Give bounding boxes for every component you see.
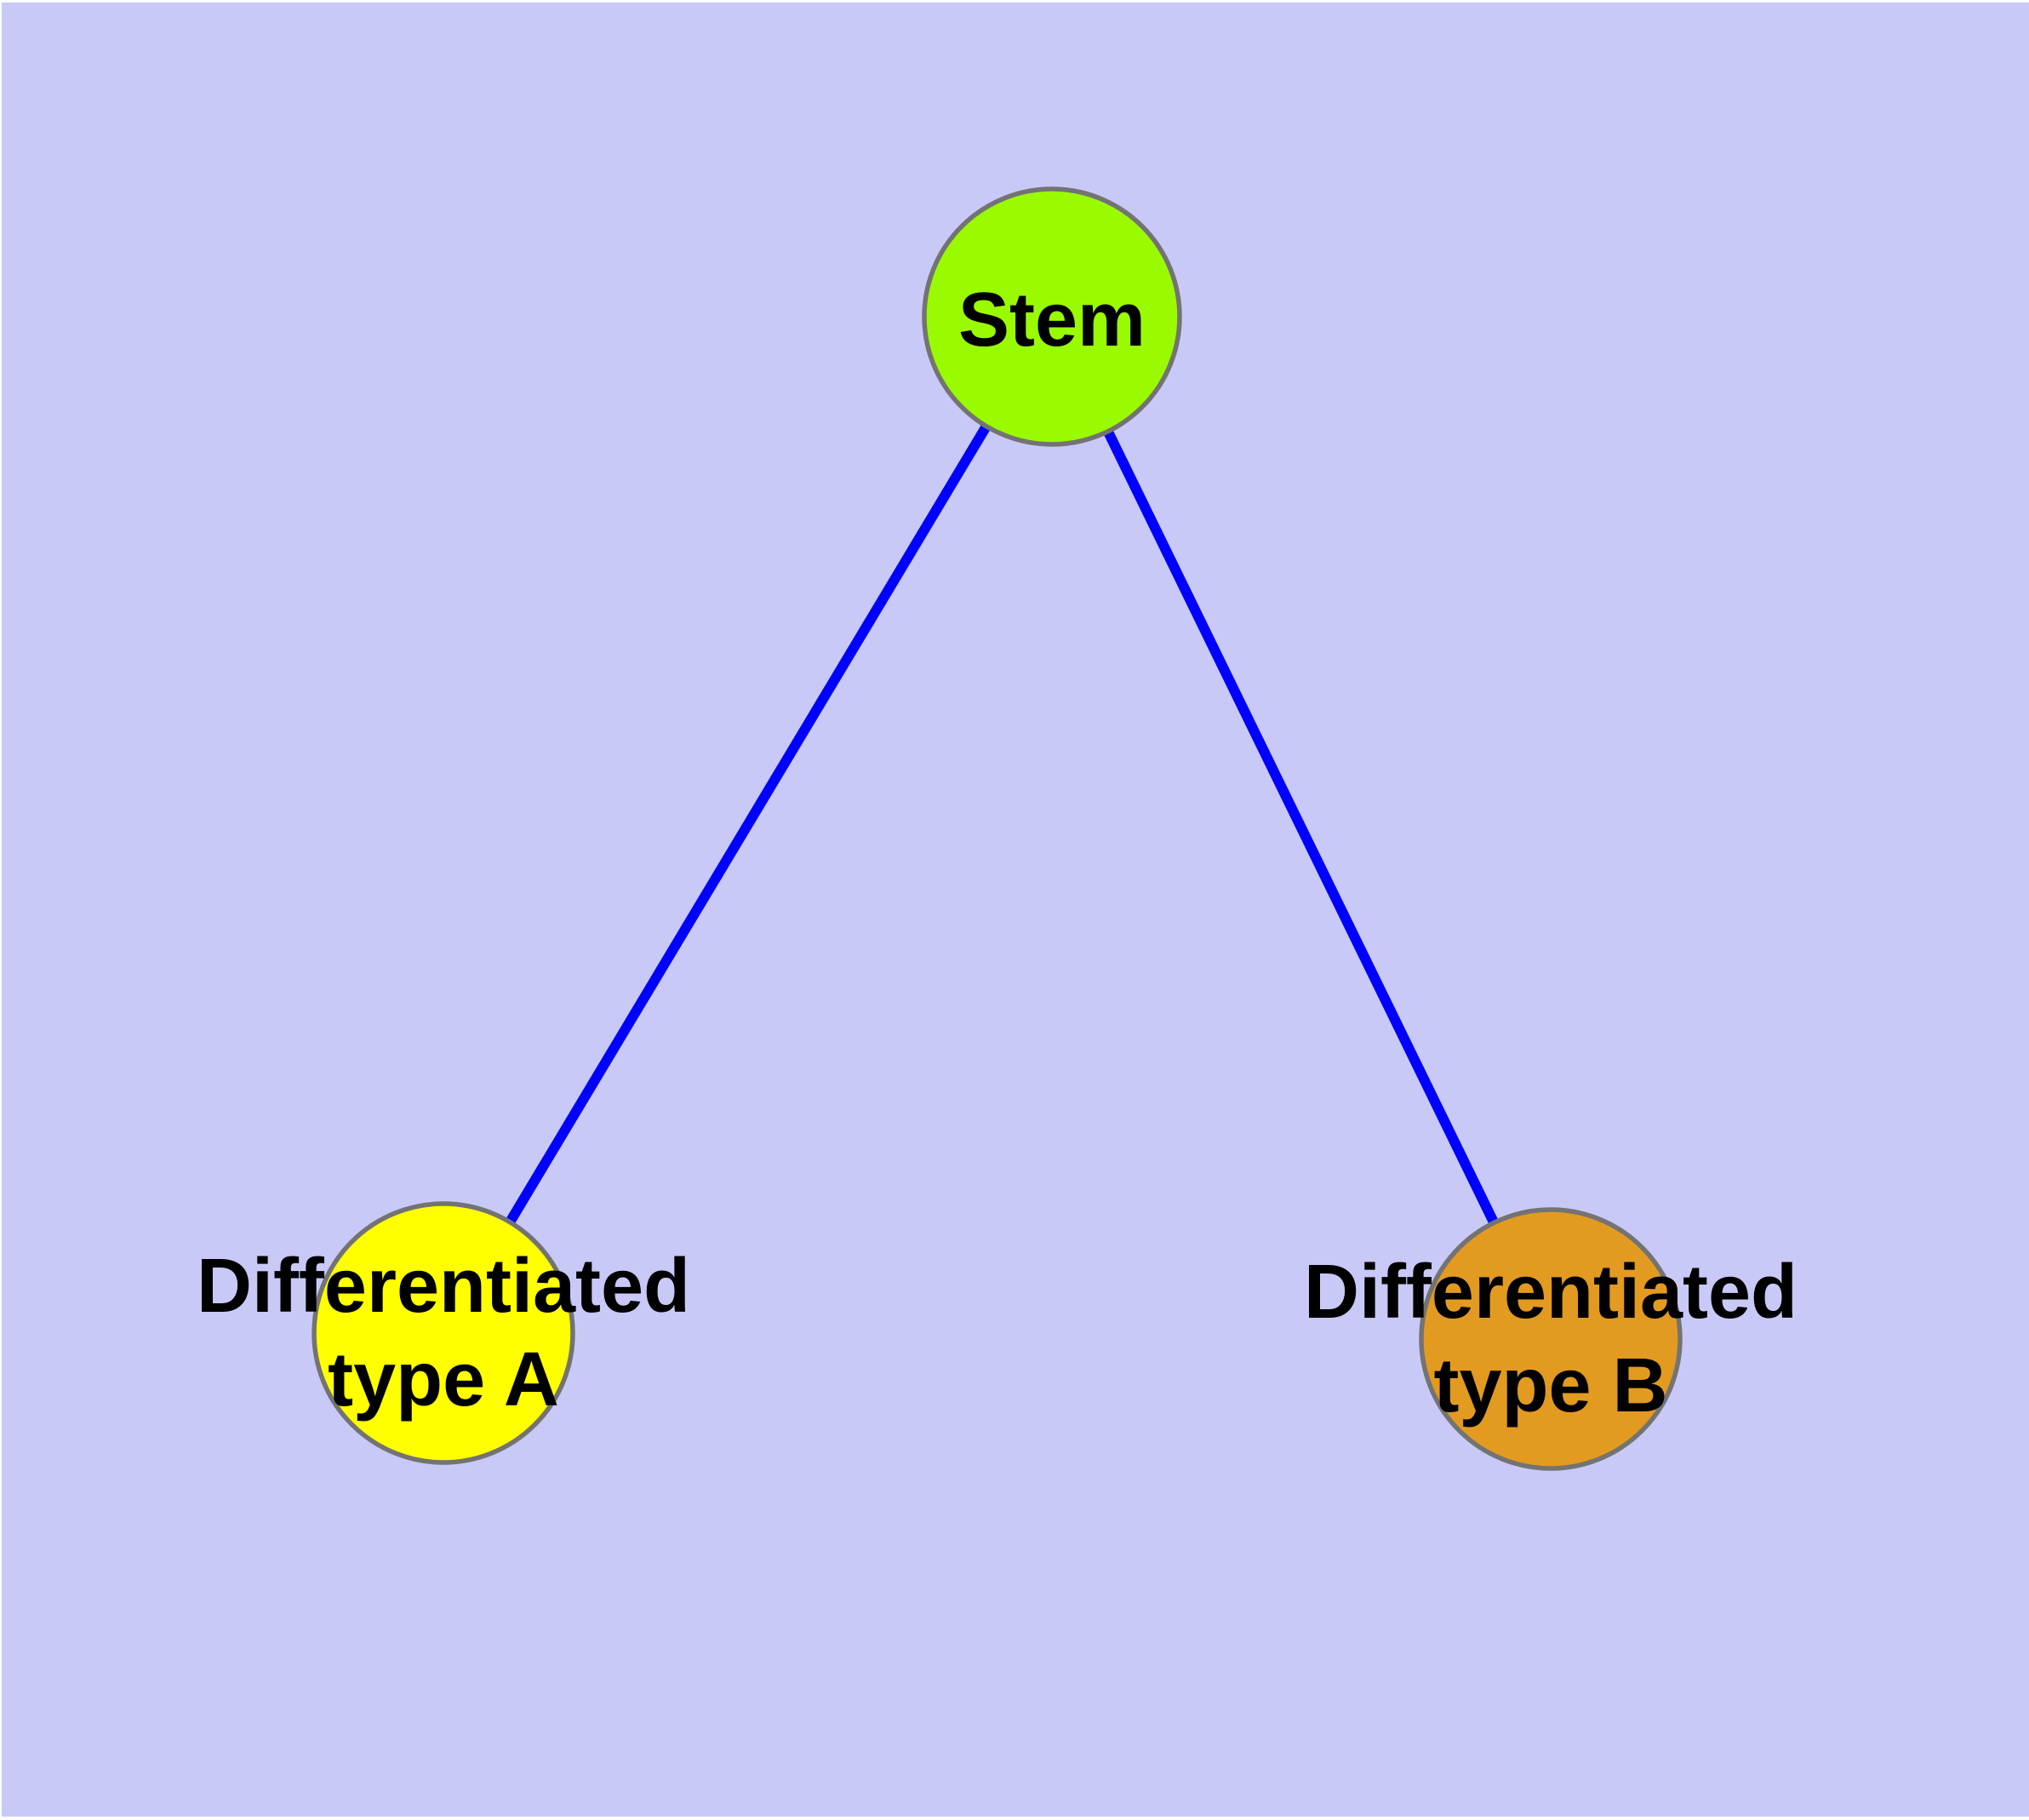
node-type-a-label-line1: Differentiated xyxy=(197,1244,690,1329)
node-type-a-label-line2: type A xyxy=(328,1337,559,1422)
node-type-a-circle xyxy=(311,1201,575,1465)
edge-stem-to-type-b xyxy=(1047,314,1556,1342)
node-type-b-label-line2: type B xyxy=(1433,1343,1667,1428)
node-stem-circle xyxy=(922,186,1182,447)
node-type-b-label-line1: Differentiated xyxy=(1304,1250,1798,1335)
node-type-b-circle xyxy=(1419,1207,1683,1471)
edge-stem-to-type-a xyxy=(438,313,1057,1336)
node-stem-label: Stem xyxy=(958,278,1146,363)
